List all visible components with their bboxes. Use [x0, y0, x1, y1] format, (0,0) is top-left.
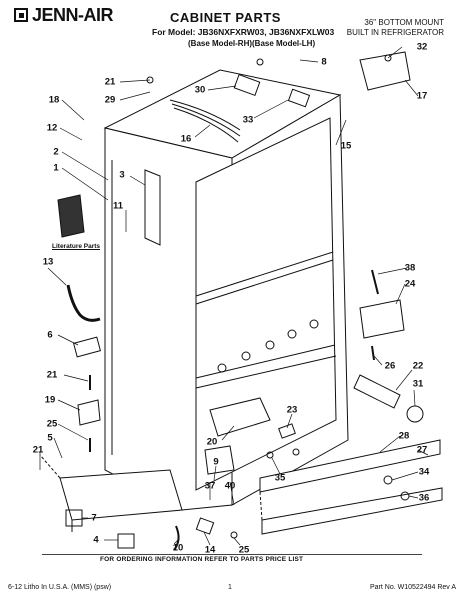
callout-14: 14 — [204, 544, 216, 556]
product-type-line2: BUILT IN REFRIGERATOR — [346, 28, 444, 37]
callout-21c: 21 — [32, 444, 44, 456]
callout-11: 11 — [112, 200, 124, 212]
callout-5: 5 — [47, 432, 53, 444]
callout-4: 4 — [93, 534, 99, 546]
part-number: Part No. W10522494 Rev A — [370, 584, 456, 591]
callout-25: 25 — [46, 418, 58, 430]
model-line: For Model: JB36NXFXRW03, JB36NXFXLW03 — [152, 27, 335, 37]
callout-6: 6 — [47, 329, 53, 341]
literature-booklet — [57, 194, 85, 238]
cabinet-opening — [195, 117, 337, 491]
drawer-rail-top — [259, 439, 441, 493]
callout-18: 18 — [48, 94, 60, 106]
callout-27: 27 — [416, 444, 428, 456]
callout-36: 36 — [418, 492, 430, 504]
brand-name: JENN-AIR — [32, 4, 114, 25]
callout-1: 1 — [53, 162, 59, 174]
callout-24: 24 — [404, 278, 416, 290]
literature-parts-label: Literature Parts — [52, 243, 101, 250]
callout-37: 37 — [204, 480, 216, 492]
motor-assembly — [209, 397, 271, 437]
callout-26: 26 — [384, 360, 396, 372]
callout-40: 40 — [224, 480, 236, 492]
callout-33: 33 — [242, 114, 254, 126]
callout-32: 32 — [416, 41, 428, 53]
callout-3: 3 — [119, 169, 125, 181]
footer-rule — [42, 554, 422, 555]
callout-17: 17 — [416, 90, 428, 102]
top-hinge — [359, 51, 411, 91]
shelf-divider — [195, 251, 334, 297]
callout-31: 31 — [412, 378, 424, 390]
drawer-rail-bottom — [261, 487, 443, 535]
callout-2: 2 — [53, 146, 59, 158]
callout-13: 13 — [42, 256, 54, 268]
damper-cylinder — [353, 374, 401, 409]
callout-34: 34 — [418, 466, 430, 478]
bottom-hinge — [359, 299, 405, 339]
base-model-line: (Base Model-RH)(Base Model-LH) — [188, 39, 316, 48]
callout-20: 20 — [206, 436, 218, 448]
wiring-harness — [169, 99, 241, 143]
brand-logo: JENN-AIR — [14, 4, 114, 25]
brand-mark-icon — [14, 8, 28, 22]
callout-35: 35 — [274, 472, 286, 484]
product-type-line1: 36" BOTTOM MOUNT — [364, 18, 444, 27]
callout-15: 15 — [340, 140, 352, 152]
ordering-note: FOR ORDERING INFORMATION REFER TO PARTS … — [100, 556, 304, 563]
callout-8: 8 — [321, 56, 327, 68]
litho-line: 6-12 Litho In U.S.A. (MMS) (psw) — [8, 584, 112, 591]
callout-30: 30 — [194, 84, 206, 96]
page-title: CABINET PARTS — [170, 10, 281, 25]
callout-21: 21 — [104, 76, 116, 88]
callout-38: 38 — [404, 262, 416, 274]
callout-19: 19 — [44, 394, 56, 406]
callout-7: 7 — [91, 512, 97, 524]
callout-10: 10 — [172, 542, 184, 554]
drain-tube — [66, 284, 101, 322]
base-frame — [59, 469, 183, 521]
callout-12: 12 — [46, 122, 58, 134]
callout-23: 23 — [286, 404, 298, 416]
page-number: 1 — [228, 584, 232, 591]
callout-16: 16 — [180, 133, 192, 145]
callout-25b: 25 — [238, 544, 250, 556]
callout-22: 22 — [412, 360, 424, 372]
callout-28: 28 — [398, 430, 410, 442]
callout-29: 29 — [104, 94, 116, 106]
callout-9: 9 — [213, 456, 219, 468]
callout-21b: 21 — [46, 369, 58, 381]
